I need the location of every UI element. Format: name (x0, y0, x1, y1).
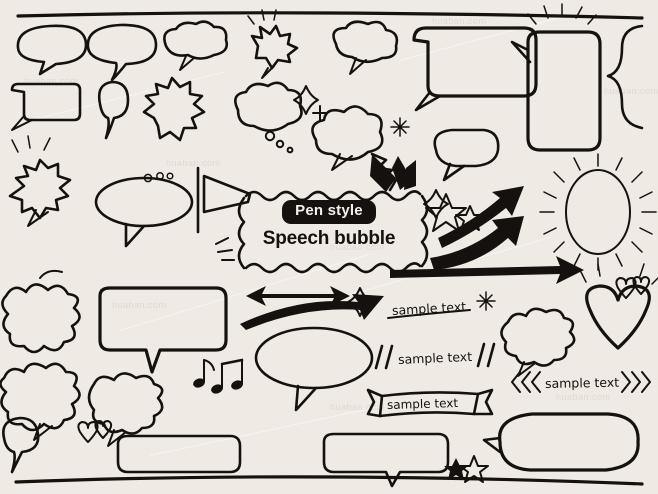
curved-arrow (390, 256, 584, 284)
starburst-bubble (142, 76, 206, 142)
watermark: huaban.com (330, 402, 385, 412)
sample-text-slashes (374, 342, 496, 370)
curved-arrow (430, 216, 524, 270)
watermark: huaban.com (432, 16, 487, 26)
thought-cloud-bubble (332, 20, 399, 75)
oval-speech-bubble (482, 412, 640, 472)
scalloped-bubble (500, 307, 576, 377)
rounded-rect-speech-bubble (510, 3, 602, 152)
scalloped-bubble (0, 362, 81, 441)
pen-style-badge: Pen style (282, 200, 376, 224)
oval-speech-bubble (433, 128, 500, 182)
heart (615, 277, 637, 299)
rounded-rect-speech-bubble (116, 434, 242, 474)
sparkle (215, 237, 235, 261)
oval-speech-bubble (86, 23, 158, 82)
watermark: huaban.com (556, 392, 611, 402)
curved-arrow (438, 186, 524, 248)
sample-text-label-ribbon: sample text (386, 396, 459, 412)
star (425, 193, 467, 232)
sample-text-chevrons (511, 371, 651, 393)
star (444, 458, 468, 480)
scalloped-bubble (1, 269, 81, 354)
rounded-rect-speech-bubble (412, 26, 538, 112)
pennant-flag (196, 166, 252, 234)
oval-speech-bubble (16, 24, 88, 76)
oval-speech-bubble (2, 416, 40, 474)
sparkle (476, 291, 496, 311)
sparkle (390, 117, 410, 137)
heart (579, 263, 658, 350)
heart (94, 420, 113, 439)
music-note (193, 359, 215, 388)
starburst-bubble (370, 152, 416, 192)
watermark: huaban.com (112, 300, 167, 310)
starburst-bubble (8, 135, 72, 227)
sample-text-label-chevroned: sample text (544, 374, 620, 391)
double-headed-arrow (246, 286, 350, 306)
oval-speech-bubble (254, 326, 374, 412)
watermark: huaban.com (604, 86, 658, 96)
sample-text-label-slashed: sample text (397, 348, 473, 367)
horizontal-rule-bottom (14, 475, 644, 486)
heart (632, 276, 651, 295)
horizontal-rule-top (16, 11, 644, 20)
sparkle (293, 85, 328, 121)
speech-bubble-headline: Speech bubble (262, 227, 396, 249)
watermark: huaban.com (166, 158, 221, 168)
sample-text-ribbon (366, 388, 494, 418)
oval-speech-bubble (94, 172, 194, 248)
watermark: huaban.com (24, 76, 79, 86)
oval-speech-bubble (97, 80, 130, 140)
music-note (211, 358, 244, 394)
thought-cloud-bubble (234, 81, 303, 154)
curved-arrow (240, 294, 384, 330)
heart (77, 421, 99, 443)
sparkle (423, 189, 449, 219)
star (459, 455, 489, 483)
thought-cloud-bubble (163, 20, 229, 71)
watermark: huaban.com (330, 242, 385, 252)
thought-cloud-bubble (311, 105, 384, 171)
radiating-oval (539, 153, 657, 271)
sample-text-underline (387, 309, 471, 319)
curly-brace (606, 24, 644, 130)
starburst-bubble (247, 9, 299, 79)
center-panel-text: Pen style Speech bubble (249, 200, 409, 260)
rounded-rect-speech-bubble (10, 82, 82, 131)
rounded-rect-speech-bubble (98, 286, 228, 374)
rounded-rect-speech-bubble (322, 432, 450, 488)
